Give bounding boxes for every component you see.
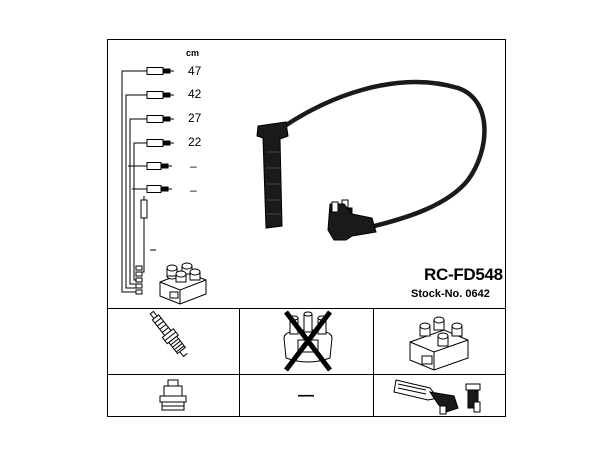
distributor-cap-crossed-icon: [283, 310, 333, 372]
length-unit: cm: [186, 48, 200, 58]
straight-boot: [256, 121, 289, 229]
grid-divider-right: [373, 308, 374, 416]
grid-divider-top: [108, 308, 505, 309]
stock-number: Stock-No. 0642: [411, 288, 490, 300]
grid-divider-left: [239, 308, 240, 416]
lead-length-3: 27: [188, 111, 202, 125]
coil-boot-icon: [393, 379, 481, 415]
lead-length-2: 42: [188, 87, 202, 101]
product-sheet: cm 47 42 27 22 – –: [107, 39, 506, 417]
ignition-coil-icon: [409, 316, 469, 371]
lead-length-6: –: [190, 183, 197, 197]
lead-length-4: 22: [188, 135, 202, 149]
lead-length-5: –: [190, 159, 197, 173]
grid-divider-middle: [108, 374, 505, 375]
plug-boot-icon: [159, 379, 187, 411]
angled-boot: [327, 199, 377, 241]
middle-bottom-value: —: [298, 387, 314, 404]
lead-length-1: 47: [188, 64, 202, 78]
spark-plug-icon: [149, 310, 188, 358]
part-code: RC-FD548: [424, 265, 503, 284]
lead-set-schematic: [121, 67, 207, 305]
ignition-lead-illustration: [256, 79, 487, 241]
